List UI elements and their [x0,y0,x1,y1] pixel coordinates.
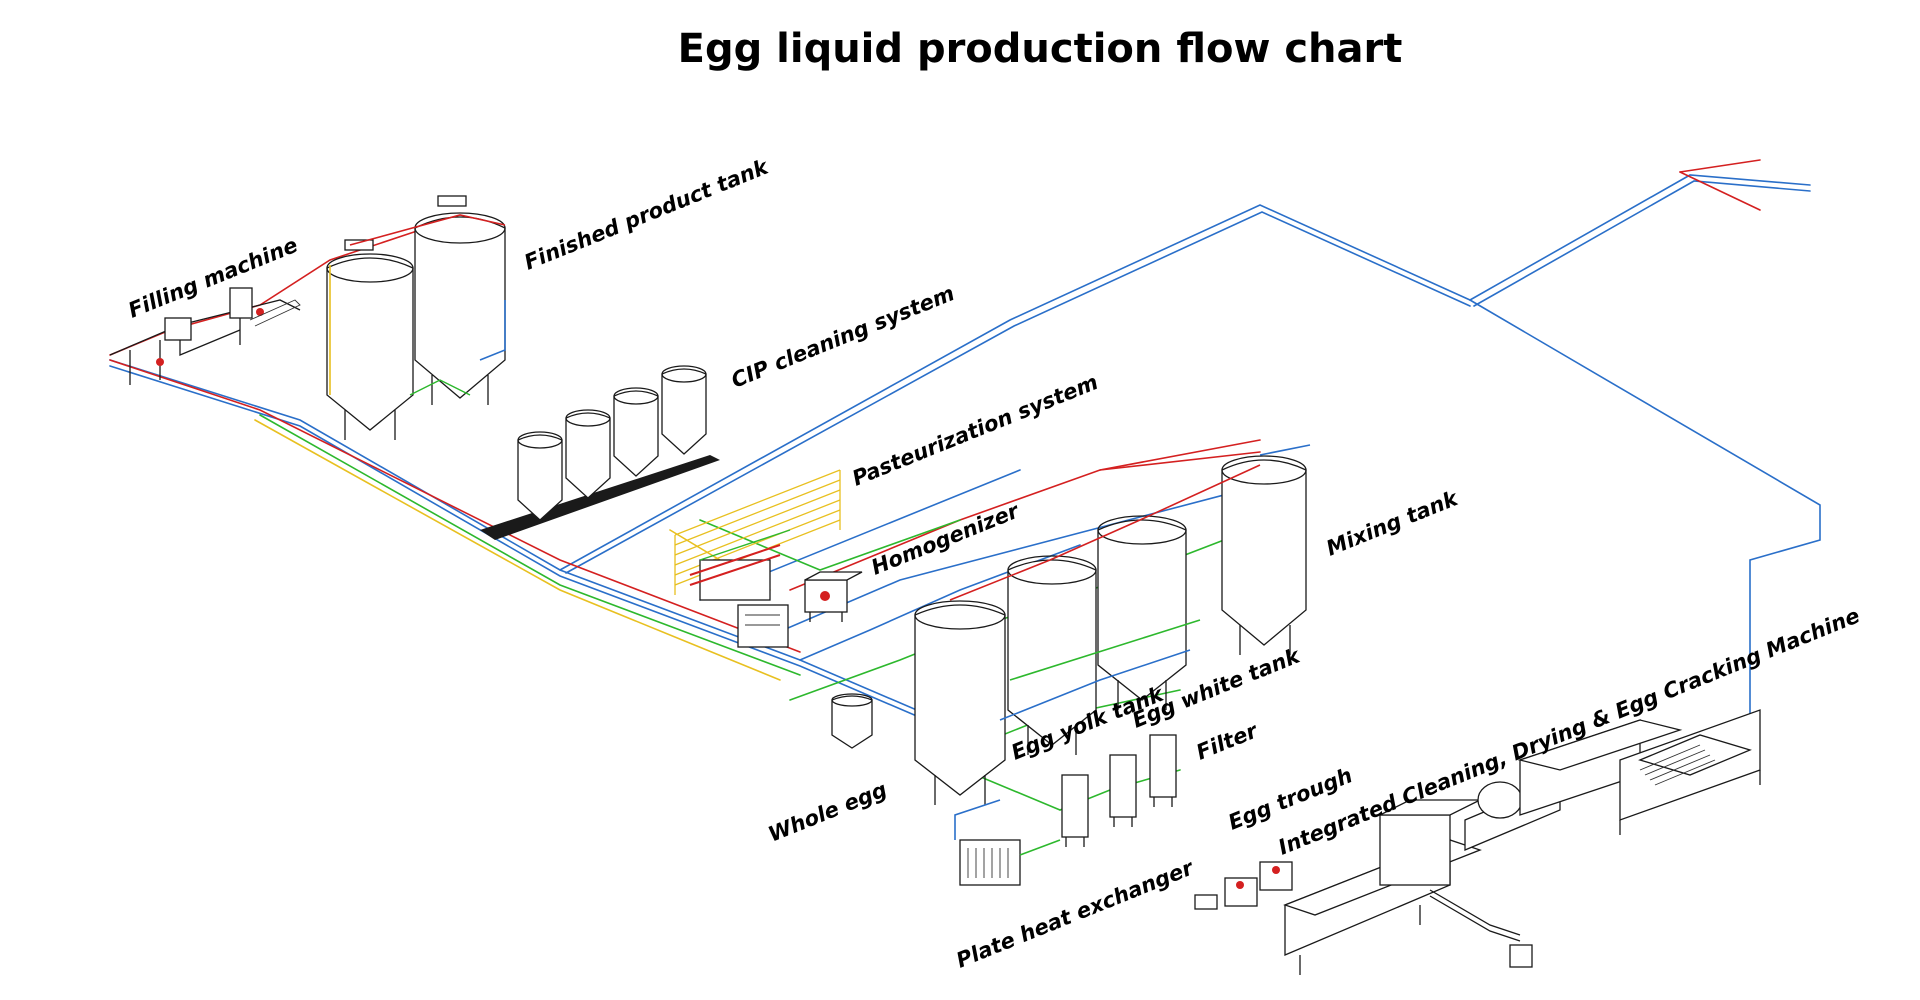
label-mixing-tank: Mixing tank [1323,485,1463,560]
cip-cleaning-system-equipment [480,365,720,540]
pipe-blue-trunk [109,174,1821,727]
small-whole-egg-tank [831,693,873,749]
process-tanks [831,444,1311,805]
cip-tank [613,387,659,477]
page-title: Egg liquid production flow chart [678,26,1403,72]
cip-tank [565,409,611,499]
egg-white-tank-vessel [1097,515,1187,710]
homogenizer-equipment [804,571,863,622]
filling-machine-equipment [109,287,301,385]
pasteurization-system-equipment [674,469,841,648]
integrated-cracking-machine [1283,709,1761,975]
finished-product-tanks [326,195,506,440]
plate-heat-exchanger-equipment [954,799,1061,886]
label-whole-egg: Whole egg [765,777,890,846]
cip-tank [661,365,707,455]
filter-unit [1061,774,1089,847]
egg-yolk-tank-vessel [1007,555,1097,755]
label-integrated-machine: Integrated Cleaning, Drying & Egg Cracki… [1275,603,1863,859]
whole-egg-tank [914,600,1006,805]
label-finished-product-tank: Finished product tank [521,154,773,275]
filter-units [1061,734,1177,847]
cip-tank [517,431,563,521]
mixing-tank-vessel [1221,455,1307,655]
filter-unit [1109,754,1137,827]
label-filter: Filter [1193,718,1262,765]
filter-unit [1149,734,1177,807]
egg-trough-equipment [1194,861,1293,910]
